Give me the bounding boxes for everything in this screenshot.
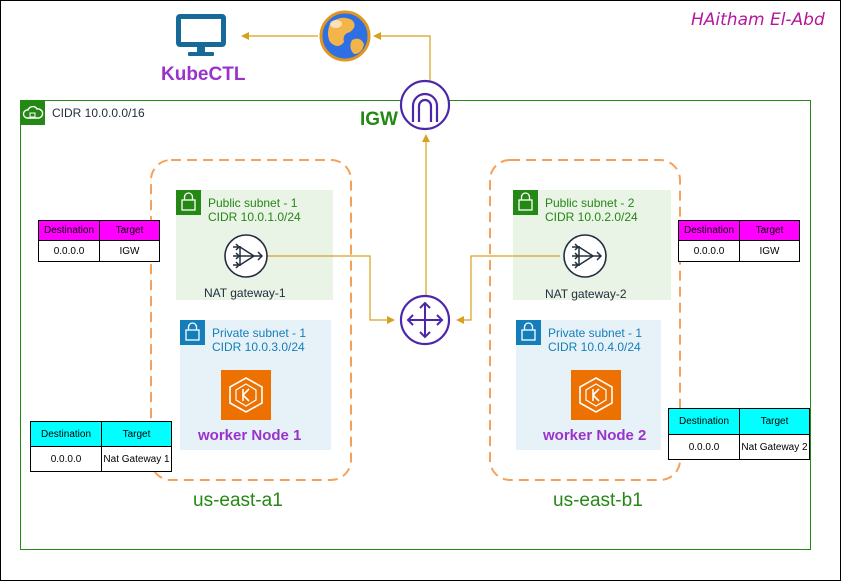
route-table-private-1: Destination Target 0.0.0.0 Nat Gateway 1 (30, 421, 172, 472)
private-subnet-2-name: Private subnet - 1 (548, 326, 643, 340)
rt-dest-value: 0.0.0.0 (53, 245, 85, 257)
az1-label: us-east-a1 (193, 490, 283, 511)
rt-dest-value: 0.0.0.0 (693, 245, 725, 257)
rt-target-value: IGW (99, 241, 159, 261)
rt-target-header: Target (739, 409, 809, 434)
nat1-to-router-line (267, 255, 395, 324)
rt-target-value: Nat Gateway 1 (101, 447, 171, 471)
worker-node-1-label: worker Node 1 (198, 427, 302, 444)
public-subnet-2-name: Public subnet - 2 (545, 196, 635, 210)
monitor-icon (176, 14, 226, 56)
nat2-to-router-line (456, 255, 560, 324)
rt-target-header: Target (101, 422, 171, 446)
rt-target-value: Nat Gateway 2 (739, 435, 809, 459)
igw-label: IGW (360, 109, 398, 130)
nat-gateway-2-icon (563, 234, 607, 278)
worker-node-2-label: worker Node 2 (543, 427, 647, 444)
nat-gateway-1-icon (224, 234, 268, 278)
igw-icon (399, 79, 451, 131)
rt-target-value: IGW (739, 241, 799, 261)
vpc-cloud-icon (21, 101, 45, 125)
private-subnet-1-name: Private subnet - 1 (212, 326, 307, 340)
igw-to-internet-line (373, 32, 431, 82)
public-subnet-1-name: Public subnet - 1 (208, 196, 298, 210)
route-table-public-1: Destination Target 0.0.0.0 IGW (38, 220, 160, 262)
rt-dest-header: Destination (683, 225, 735, 236)
router-icon (399, 294, 451, 346)
private-subnet-2-cidr: CIDR 10.0.4.0/24 (548, 340, 641, 354)
route-table-public-2: Destination Target 0.0.0.0 IGW (678, 220, 800, 262)
internet-globe-icon (319, 10, 371, 62)
az2-label: us-east-b1 (553, 490, 643, 511)
rt-target-header: Target (99, 221, 159, 240)
author-label: HAitham El-Abd (691, 10, 825, 30)
connectors (241, 32, 560, 324)
public-subnet-1-lock-icon (176, 190, 201, 215)
public-subnet-2-cidr: CIDR 10.0.2.0/24 (545, 210, 638, 224)
eks-node-1-icon (221, 370, 271, 420)
private-subnet-1-lock-icon (180, 320, 205, 345)
private-subnet-2-lock-icon (516, 320, 541, 345)
private-subnet-1-cidr: CIDR 10.0.3.0/24 (212, 340, 305, 354)
eks-node-2-icon (571, 370, 621, 420)
vpc-cidr-label: CIDR 10.0.0.0/16 (52, 106, 145, 120)
az1-box (150, 159, 352, 481)
rt-target-header: Target (739, 221, 799, 240)
route-table-private-2: Destination Target 0.0.0.0 Nat Gateway 2 (668, 408, 810, 460)
rt-dest-value: 0.0.0.0 (50, 453, 82, 465)
rt-dest-header: Destination (40, 428, 92, 440)
rt-dest-header: Destination (678, 416, 730, 427)
nat-gateway-1-label: NAT gateway-1 (204, 286, 286, 300)
public-subnet-2-lock-icon (513, 190, 538, 215)
nat-gateway-2-label: NAT gateway-2 (545, 287, 627, 301)
kubectl-label: KubeCTL (161, 64, 246, 85)
rt-dest-value: 0.0.0.0 (688, 441, 720, 453)
public-subnet-1-cidr: CIDR 10.0.1.0/24 (208, 210, 301, 224)
rt-dest-header: Destination (43, 225, 95, 236)
az2-box (489, 159, 681, 481)
